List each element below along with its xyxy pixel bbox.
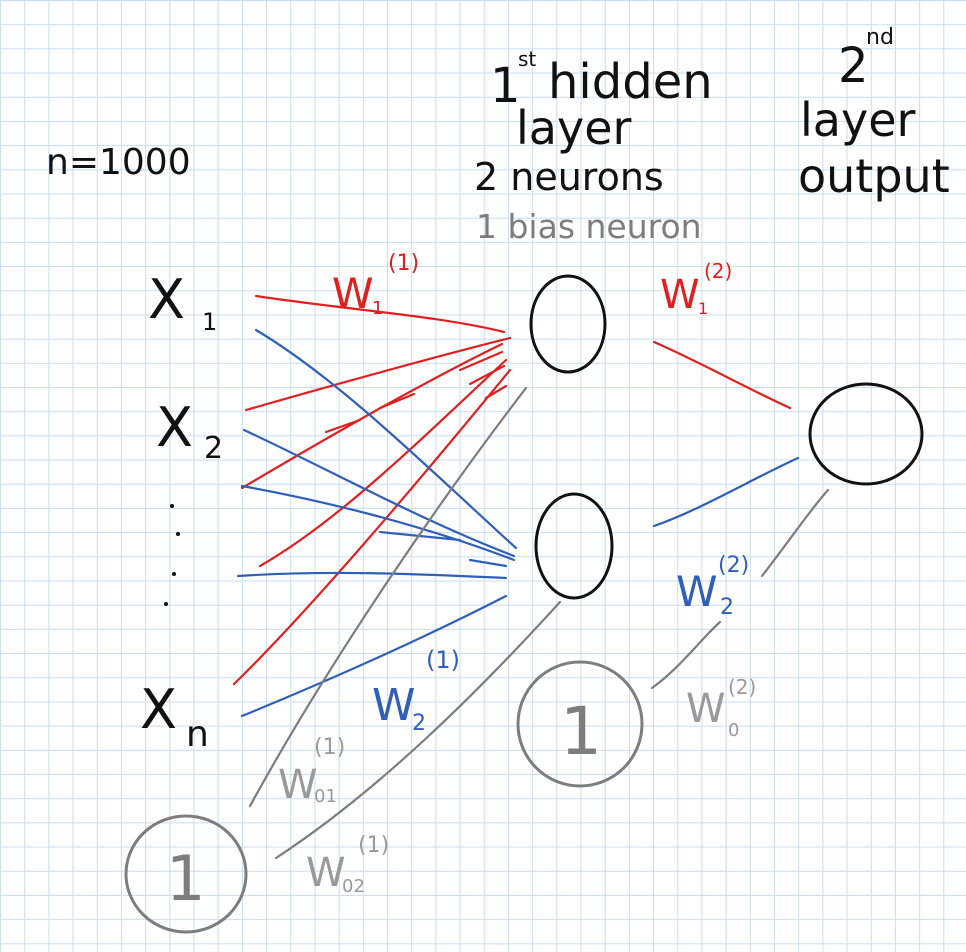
edge-blue-short1 — [378, 530, 462, 542]
input-x2-sub: 2 — [204, 431, 223, 466]
weight-w01-layer1-sup: (1) — [314, 735, 345, 760]
output-title-line3: output — [798, 149, 950, 203]
edge-xn-h1 — [232, 368, 512, 686]
hidden-neurons-label: 2 neurons — [474, 155, 664, 199]
input-x1-sub: 1 — [202, 308, 217, 336]
ellipsis-dot — [172, 572, 176, 576]
weight-w02-layer1-base: W — [306, 850, 346, 896]
edge-hbias-out-upper — [760, 488, 830, 578]
output-title-num: 2 — [838, 38, 869, 94]
weight-w1-layer1-sub: 1 — [372, 298, 383, 319]
weight-w0-layer2-sup: (2) — [728, 675, 756, 699]
edge-short3 — [458, 350, 504, 372]
weight-w01-layer1: W 01 (1) — [278, 735, 345, 808]
output-neuron — [808, 382, 924, 486]
output-layer-heading: 2 nd layer output — [798, 25, 950, 203]
ellipsis-dot — [176, 532, 180, 536]
weight-w2-layer1-base: W — [372, 680, 416, 731]
hidden-title-word: hidden — [548, 54, 713, 110]
input-x1-base: X — [148, 268, 185, 331]
red-connections — [232, 294, 792, 686]
output-title-line2: layer — [800, 93, 915, 147]
weight-w2-layer1-sup: (1) — [426, 646, 460, 674]
hidden-neuron-2 — [534, 492, 614, 600]
edge-xn-h2 — [240, 594, 508, 718]
edge-mid2-h1 — [258, 358, 508, 568]
weight-w1-layer2: W 1 (2) — [660, 259, 732, 318]
weight-w0-layer2-sub: 0 — [728, 720, 739, 741]
hidden-title-line2: layer — [516, 101, 631, 155]
weight-w2-layer2-base: W — [676, 567, 718, 616]
hidden-title-num: 1 — [490, 58, 521, 114]
edge-short4 — [468, 364, 506, 386]
input-x2-base: X — [156, 396, 193, 459]
edge-short2 — [324, 418, 362, 434]
blue-connections — [236, 328, 800, 718]
neurons — [124, 274, 924, 934]
edge-blue-short2 — [468, 558, 508, 568]
weight-w02-layer1-sup: (1) — [358, 833, 389, 858]
hidden-title-sup: st — [518, 47, 536, 71]
edge-bias-h1 — [248, 386, 528, 808]
weight-w1-layer2-base: W — [660, 272, 700, 318]
output-title-sup: nd — [866, 25, 894, 50]
weight-w1-layer1-base: W — [332, 269, 374, 318]
input-bias-neuron — [124, 814, 248, 934]
weight-w1-layer1: W 1 (1) — [332, 251, 419, 319]
input-labels: X 1 X 2 X n — [140, 268, 223, 755]
hidden-bias-neuron — [516, 660, 644, 788]
edge-x1-h2 — [254, 328, 518, 550]
ellipsis-dot — [164, 602, 168, 606]
edge-mid1-h1 — [240, 342, 504, 490]
hidden-bias-neuron-label: 1 — [560, 693, 602, 770]
weight-w0-layer2-base: W — [686, 686, 726, 732]
hidden-layer-heading: 1 st hidden layer 2 neurons 1 bias neuro… — [474, 47, 713, 246]
edge-x1-h1 — [254, 294, 506, 334]
weight-w2-layer2-sup: (2) — [718, 553, 749, 578]
edge-short5 — [484, 384, 508, 400]
edge-bias-h2 — [274, 600, 562, 860]
input-xn-base: X — [140, 678, 177, 741]
edge-h2-out — [652, 456, 800, 528]
input-ellipsis — [164, 504, 180, 606]
edge-mid2-h2 — [236, 571, 508, 580]
weight-w0-layer2: W 0 (2) — [686, 675, 756, 741]
gray-connections — [248, 386, 830, 860]
input-bias-neuron-label: 1 — [166, 842, 205, 915]
weight-w2-layer2-sub: 2 — [720, 595, 734, 620]
ellipsis-dot — [170, 504, 174, 508]
hidden-neuron-1 — [529, 274, 607, 374]
n-label: n=1000 — [46, 142, 191, 183]
weight-w1-layer1-sup: (1) — [388, 251, 419, 276]
weight-w01-layer1-base: W — [278, 762, 318, 808]
edge-short1 — [378, 392, 416, 410]
weight-w1-layer2-sup: (2) — [704, 259, 732, 283]
edge-x2-h2 — [242, 428, 516, 558]
weight-w02-layer1: W 02 (1) — [306, 833, 389, 897]
weight-w02-layer1-sub: 02 — [342, 876, 365, 897]
hidden-bias-label: 1 bias neuron — [476, 207, 702, 246]
edge-h1-out — [652, 340, 792, 410]
weight-w1-layer2-sub: 1 — [698, 299, 708, 318]
input-xn-sub: n — [186, 714, 209, 755]
edge-x2-h1 — [244, 336, 512, 412]
edge-hbias-out — [650, 620, 722, 690]
weight-w2-layer1-sub: 2 — [412, 711, 426, 736]
weight-w01-layer1-sub: 01 — [314, 786, 337, 807]
weight-w2-layer2: W 2 (2) — [676, 553, 749, 620]
edge-mid1-h2 — [240, 484, 516, 562]
weight-w2-layer1: W 2 (1) — [372, 646, 460, 736]
